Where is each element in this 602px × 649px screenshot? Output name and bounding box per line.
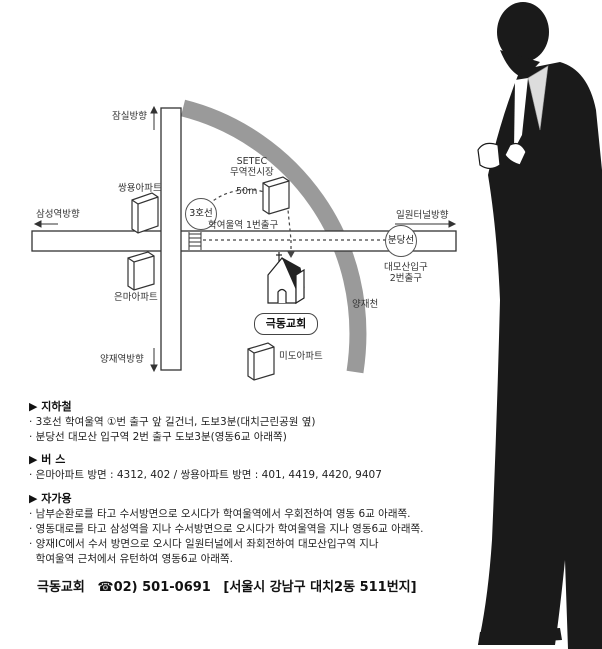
- car-line-2: · 영동대로를 타고 삼성역을 지나 수서방면으로 오시다가 학여울역을 지나 …: [29, 523, 424, 535]
- subway-line-2: · 분당선 대모산 입구역 2번 출구 도보3분(영동6교 아래쪽): [29, 431, 287, 443]
- subway-line-1: · 3호선 학여울역 ①번 출구 앞 길건너, 도보3분(대치근린공원 옆): [29, 416, 316, 428]
- section-car-title: ▶ 자가용: [29, 492, 72, 505]
- label-jamsil-direction: 잠실방향: [112, 111, 147, 122]
- building-ssangyong: [131, 192, 159, 234]
- label-distance: 50m: [236, 186, 258, 197]
- church-icon: [267, 252, 305, 305]
- label-eunma-apt: 은마아파트: [114, 292, 158, 303]
- yangjae-stream: [180, 99, 367, 374]
- label-daemo-exit2: 대모산입구 2번출구: [384, 262, 428, 284]
- label-ilwon-direction: 일원터널방향: [396, 210, 449, 221]
- crosswalk: [188, 232, 202, 250]
- footer-phone: ☎02) 501-0691: [97, 580, 211, 595]
- label-bundang-line: 분당선: [385, 225, 417, 257]
- building-eunma: [127, 251, 155, 291]
- footer-contact: 극동교회 ☎02) 501-0691 [서울시 강남구 대치2동 511번지]: [37, 576, 425, 595]
- bus-line-1: · 은마아파트 방면 : 4312, 402 / 쌍용아파트 방면 : 401,…: [29, 469, 382, 481]
- section-bus-title: ▶ 버 스: [29, 453, 66, 466]
- label-samsung-direction: 삼성역방향: [36, 209, 80, 220]
- label-ssangyong-apt: 쌍용아파트: [118, 183, 162, 194]
- label-exit1: 학여울역 1번출구: [208, 220, 279, 231]
- label-setec: SETEC 무역전시장: [230, 156, 274, 178]
- building-mido: [247, 342, 275, 381]
- footer-church-name: 극동교회: [37, 580, 85, 595]
- label-yangjae-direction: 양재역방향: [100, 354, 144, 365]
- section-subway-title: ▶ 지하철: [29, 400, 72, 413]
- label-yangjae-stream: 양재천: [352, 299, 379, 310]
- car-line-3: · 양재IC에서 수서 방면으로 오시다 일원터널에서 좌회전하여 대모산입구역…: [29, 538, 379, 550]
- label-mido-apt: 미도아파트: [279, 351, 323, 362]
- church-name-badge: 극동교회: [254, 313, 318, 335]
- building-setec: [262, 176, 290, 215]
- man-in-suit-figure: [477, 2, 602, 649]
- car-line-1: · 남부순환로를 타고 수서방면으로 오시다가 학여울역에서 우회전하여 영동 …: [29, 508, 411, 520]
- car-line-4: 학여울역 근처에서 유턴하여 영동6교 아래쪽.: [29, 553, 233, 565]
- label-line3: 3호선: [185, 198, 217, 230]
- main-road-horizontal: [31, 230, 457, 252]
- footer-address: [서울시 강남구 대치2동 511번지]: [223, 580, 417, 595]
